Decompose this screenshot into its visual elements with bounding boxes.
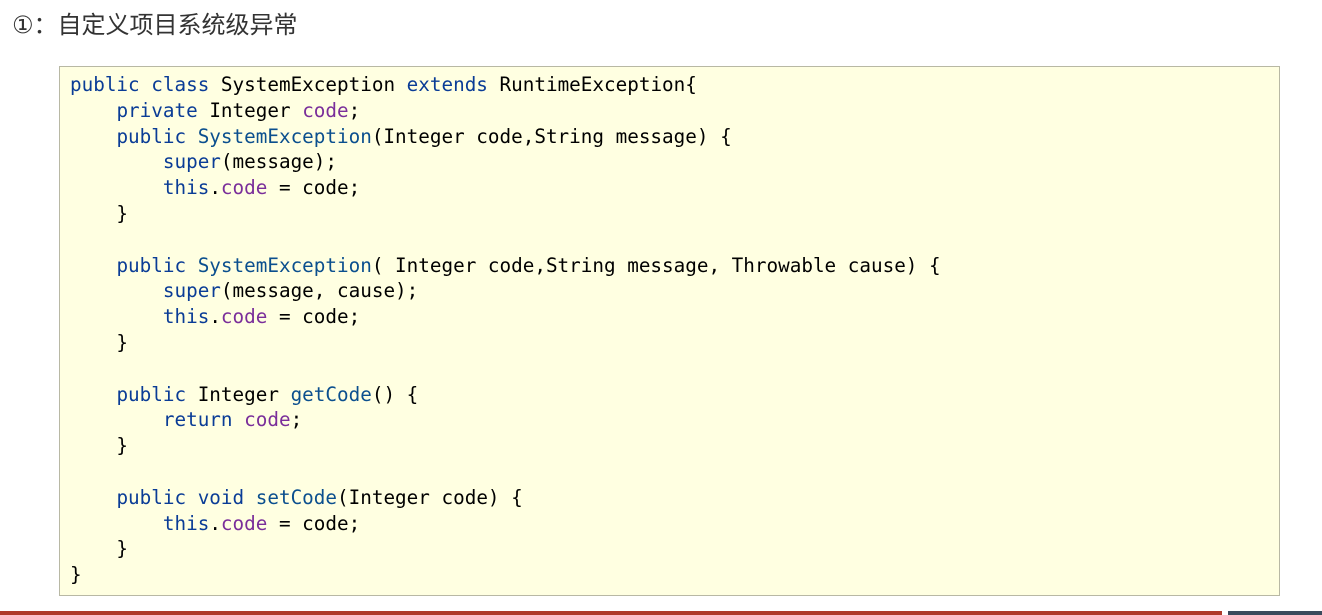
code-token: SystemException (220, 73, 407, 96)
code-token: () { (371, 382, 419, 406)
code-line (70, 356, 941, 382)
code-token: } (70, 537, 129, 561)
code-token: . (209, 176, 221, 200)
code-line: public class SystemException extends Run… (70, 72, 941, 98)
code-token: this (162, 511, 210, 535)
code-block: public class SystemException extends Run… (59, 66, 1280, 596)
code-token (70, 99, 116, 122)
code-token: SystemException (197, 253, 372, 277)
code-token (70, 279, 163, 302)
code-token (70, 254, 116, 277)
code-token: public (116, 124, 198, 148)
code-token: } (70, 201, 129, 225)
code-line: } (70, 536, 941, 562)
code-token: = code; (267, 511, 361, 535)
code-token: = code; (267, 305, 361, 329)
code-token (70, 176, 163, 199)
code-line: this.code = code; (70, 511, 941, 537)
code-line (70, 227, 941, 253)
code-line: this.code = code; (70, 304, 941, 330)
code-token: public class (70, 73, 221, 96)
code-line: public SystemException( Integer code,Str… (70, 253, 941, 279)
code-token: code (244, 408, 291, 432)
bottom-accent-bar-right (1228, 611, 1322, 615)
code-line: public void setCode(Integer code) { (70, 485, 941, 511)
code-token: . (209, 511, 221, 535)
code-line: private Integer code; (70, 98, 941, 124)
code-token: code (302, 98, 349, 122)
code-token: super (162, 150, 221, 174)
code-token: this (162, 176, 210, 200)
code-line: this.code = code; (70, 175, 941, 201)
code-token: code (220, 176, 268, 200)
code-token: public void (116, 485, 256, 509)
code-token (70, 150, 163, 173)
code-token: = code; (267, 176, 361, 200)
code-token: setCode (255, 485, 338, 509)
code-token (70, 125, 116, 148)
code-line: public Integer getCode() { (70, 382, 941, 408)
code-token: extends (406, 73, 500, 96)
code-line: return code; (70, 407, 941, 433)
code-token: (message); (220, 150, 338, 174)
code-token: RuntimeException{ (499, 73, 697, 96)
code-token: private (116, 98, 210, 122)
code-token (70, 383, 116, 406)
code-token: ; (290, 408, 303, 432)
code-token: SystemException (197, 124, 372, 148)
code-token: public (116, 253, 198, 277)
code-line: } (70, 562, 941, 588)
code-token (70, 408, 163, 431)
code-token: code (220, 511, 268, 535)
code-token: return (162, 408, 245, 432)
code-token: code (220, 305, 268, 329)
code-token (70, 512, 163, 535)
code-line: } (70, 433, 941, 459)
code-line: } (70, 330, 941, 356)
code-token: } (70, 563, 82, 587)
code-token (70, 486, 116, 509)
code-token: (Integer code,String message) { (371, 124, 732, 148)
bottom-accent-bar (0, 611, 1222, 615)
code-token: (Integer code) { (337, 485, 523, 509)
code-token: super (162, 279, 221, 303)
code-token: ; (348, 98, 361, 122)
code-token: . (209, 305, 221, 329)
code-line (70, 459, 941, 485)
code-listing: public class SystemException extends Run… (70, 72, 941, 588)
code-token: ( Integer code,String message, Throwable… (371, 253, 941, 277)
code-token: Integer (209, 98, 303, 122)
code-line: public SystemException(Integer code,Stri… (70, 124, 941, 150)
code-line: super(message); (70, 149, 941, 175)
code-token: } (70, 434, 129, 458)
section-heading: ①：自定义项目系统级异常 (12, 11, 298, 39)
code-token: public (116, 382, 198, 406)
code-token: this (162, 305, 210, 329)
code-line: super(message, cause); (70, 278, 941, 304)
code-line: } (70, 201, 941, 227)
code-token: } (70, 330, 129, 354)
code-token: getCode (290, 382, 372, 406)
code-token (70, 305, 163, 328)
code-token: Integer (197, 382, 291, 406)
code-token: (message, cause); (220, 279, 419, 303)
